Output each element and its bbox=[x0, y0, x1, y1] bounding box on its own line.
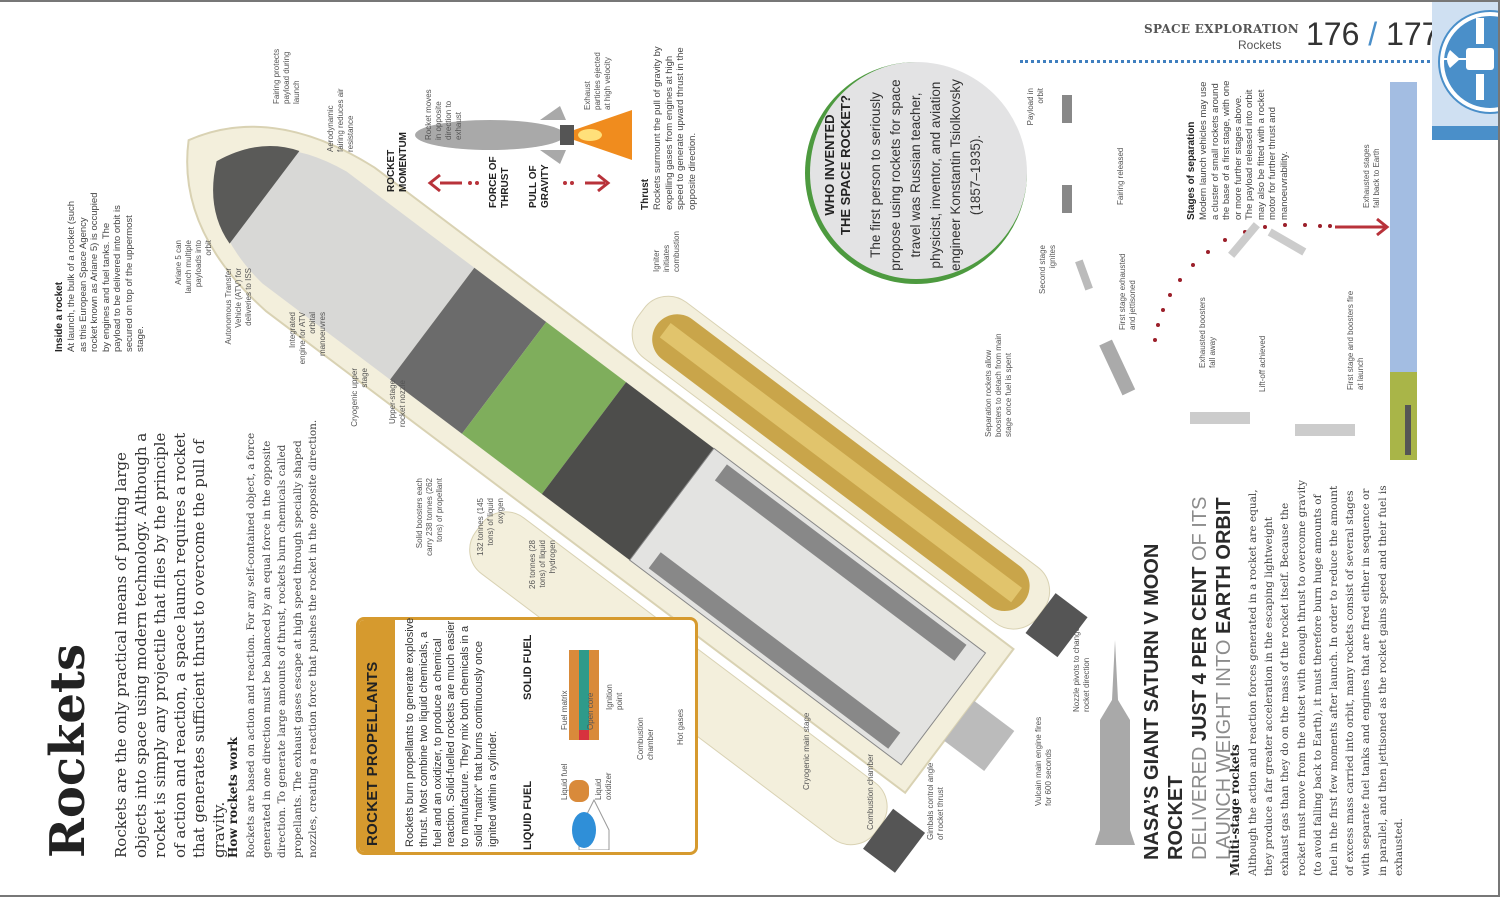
how-rockets-work-body: Rockets are based on action and reaction… bbox=[245, 419, 319, 858]
section-title: SPACE EXPLORATION bbox=[1144, 22, 1300, 36]
who-invented-body: The first person to seriously propose us… bbox=[868, 79, 983, 271]
propellants-body: Rockets burn propellants to generate exp… bbox=[404, 617, 499, 847]
label-gimbals: Gimbals control angle of rocket thrust bbox=[926, 762, 945, 840]
how-rockets-work-heading: How rockets work bbox=[226, 737, 240, 858]
stages-heading: Stages of separation bbox=[1186, 121, 1197, 220]
rocket-momentum-label: ROCKET MOMENTUM bbox=[386, 132, 409, 192]
label-liquid-fuel: Liquid fuel bbox=[560, 763, 569, 800]
label-liquid-oxidizer: Liquid oxidizer bbox=[594, 772, 613, 800]
label-boosters-fall: Exhausted boosters fall away bbox=[1198, 297, 1217, 368]
label-vulcain: Vulcain main engine fires for 600 second… bbox=[1034, 716, 1053, 806]
label-fairing-released: Fairing released bbox=[1116, 147, 1125, 205]
label-upper-nozzle: Upper-stage rocket nozzle bbox=[388, 380, 407, 428]
sky-strip bbox=[1390, 82, 1417, 372]
label-payload-orbit: Payload in orbit bbox=[1026, 88, 1045, 126]
inside-rocket-body: At launch, the bulk of a rocket (such as… bbox=[66, 192, 146, 352]
saturn-fact: NASA’S GIANT SATURN V MOON ROCKET DELIVE… bbox=[1141, 496, 1235, 860]
propellants-title-band bbox=[359, 620, 395, 852]
multi-stage-heading: Multi-stage rockets bbox=[1228, 744, 1242, 876]
propellant-diagrams bbox=[569, 650, 610, 850]
label-ignition-point: Ignition point bbox=[605, 684, 624, 710]
rocket-propellants-panel bbox=[356, 617, 698, 855]
label-nozzle-pivots: Nozzle pivots to change rocket direction bbox=[1072, 627, 1091, 712]
ground-strip bbox=[1390, 372, 1417, 460]
label-fairing-protects: Fairing protects payload during launch bbox=[272, 48, 301, 104]
propellants-title: ROCKET PROPELLANTS bbox=[364, 661, 381, 846]
page-numbers: 176 / 177 bbox=[1306, 16, 1439, 53]
label-first-stage-fire: First stage and boosters fire at launch bbox=[1346, 290, 1365, 390]
chapter-tab-bar bbox=[1432, 126, 1500, 140]
label-exhaust: Exhaust particles ejected at high veloci… bbox=[583, 52, 612, 110]
thrust-heading: Thrust bbox=[640, 178, 651, 210]
label-igniter: Igniter initiates combustion bbox=[652, 231, 681, 272]
label-liftoff: Lift-off achieved bbox=[1258, 335, 1267, 392]
label-aerodynamic: Aerodynamic fairing reduces air resistan… bbox=[326, 88, 355, 152]
chapter-tab bbox=[1432, 0, 1500, 140]
label-separation-rockets: Separation rockets allow boosters to det… bbox=[984, 333, 1013, 437]
label-liquid-hydrogen: 26 tonnes (28 tons) of liquid hydrogen bbox=[528, 540, 557, 589]
multi-stage-body: Although the action and reaction forces … bbox=[1247, 479, 1405, 876]
label-cryogenic-main: Cryogenic main stage bbox=[802, 712, 811, 790]
label-integrated-engine: Integrated engine for ATV orbital manoeu… bbox=[288, 312, 327, 365]
label-rocket-moves: Rocket moves in opposite direction to ex… bbox=[424, 89, 463, 140]
who-invented-heading: WHO INVENTED THE SPACE ROCKET? bbox=[822, 95, 853, 235]
who-invented-circle bbox=[805, 62, 1027, 284]
label-second-stage: Second stage ignites bbox=[1038, 245, 1057, 294]
label-cryogenic-upper: Cryogenic upper stage bbox=[350, 368, 369, 427]
label-first-stage-exhausted: First stage exhausted and jettisoned bbox=[1118, 253, 1137, 330]
page-separator: / bbox=[1368, 16, 1378, 52]
thrust-body: Rockets surmount the pull of gravity by … bbox=[652, 46, 698, 210]
inside-rocket-heading: Inside a rocket bbox=[54, 281, 65, 352]
label-hot-gases: Hot gases bbox=[676, 708, 685, 745]
label-fall-back: Exhausted stages fall back to Earth bbox=[1362, 144, 1381, 208]
subsection-title: Rockets bbox=[1238, 38, 1282, 52]
page-left: 176 bbox=[1306, 16, 1360, 52]
label-multiple-payloads: Ariane 5 can launch multiple payloads in… bbox=[174, 240, 213, 294]
header-divider bbox=[1020, 60, 1430, 63]
intro-paragraph: Rockets are the only practical means of … bbox=[112, 432, 228, 858]
page-right: 177 bbox=[1386, 16, 1440, 52]
force-of-thrust-label: FORCE OF THRUST bbox=[488, 156, 511, 208]
label-combustion-chamber-small: Combustion chamber bbox=[636, 717, 655, 760]
launch-pad bbox=[1405, 405, 1411, 455]
liquid-fuel-heading: LIQUID FUEL bbox=[522, 780, 534, 850]
label-liquid-oxygen: 132 tonnes (145 tons) of liquid oxygen bbox=[476, 498, 505, 556]
label-open-core: Open core bbox=[586, 692, 595, 730]
page-title: Rockets bbox=[40, 643, 96, 858]
label-solid-boosters: Solid boosters each carry 238 tonnes (26… bbox=[415, 478, 444, 556]
solid-fuel-heading: SOLID FUEL bbox=[522, 634, 534, 700]
label-combustion-chamber: Combustion chamber bbox=[866, 753, 875, 830]
label-fuel-matrix: Fuel matrix bbox=[560, 690, 569, 730]
stages-body: Modern launch vehicles may use a cluster… bbox=[1198, 80, 1290, 220]
pull-of-gravity-label: PULL OF GRAVITY bbox=[528, 164, 551, 208]
label-atv: Autonomous Transfer Vehicle (ATV) for de… bbox=[224, 268, 253, 345]
satellite-icon bbox=[1440, 12, 1500, 112]
